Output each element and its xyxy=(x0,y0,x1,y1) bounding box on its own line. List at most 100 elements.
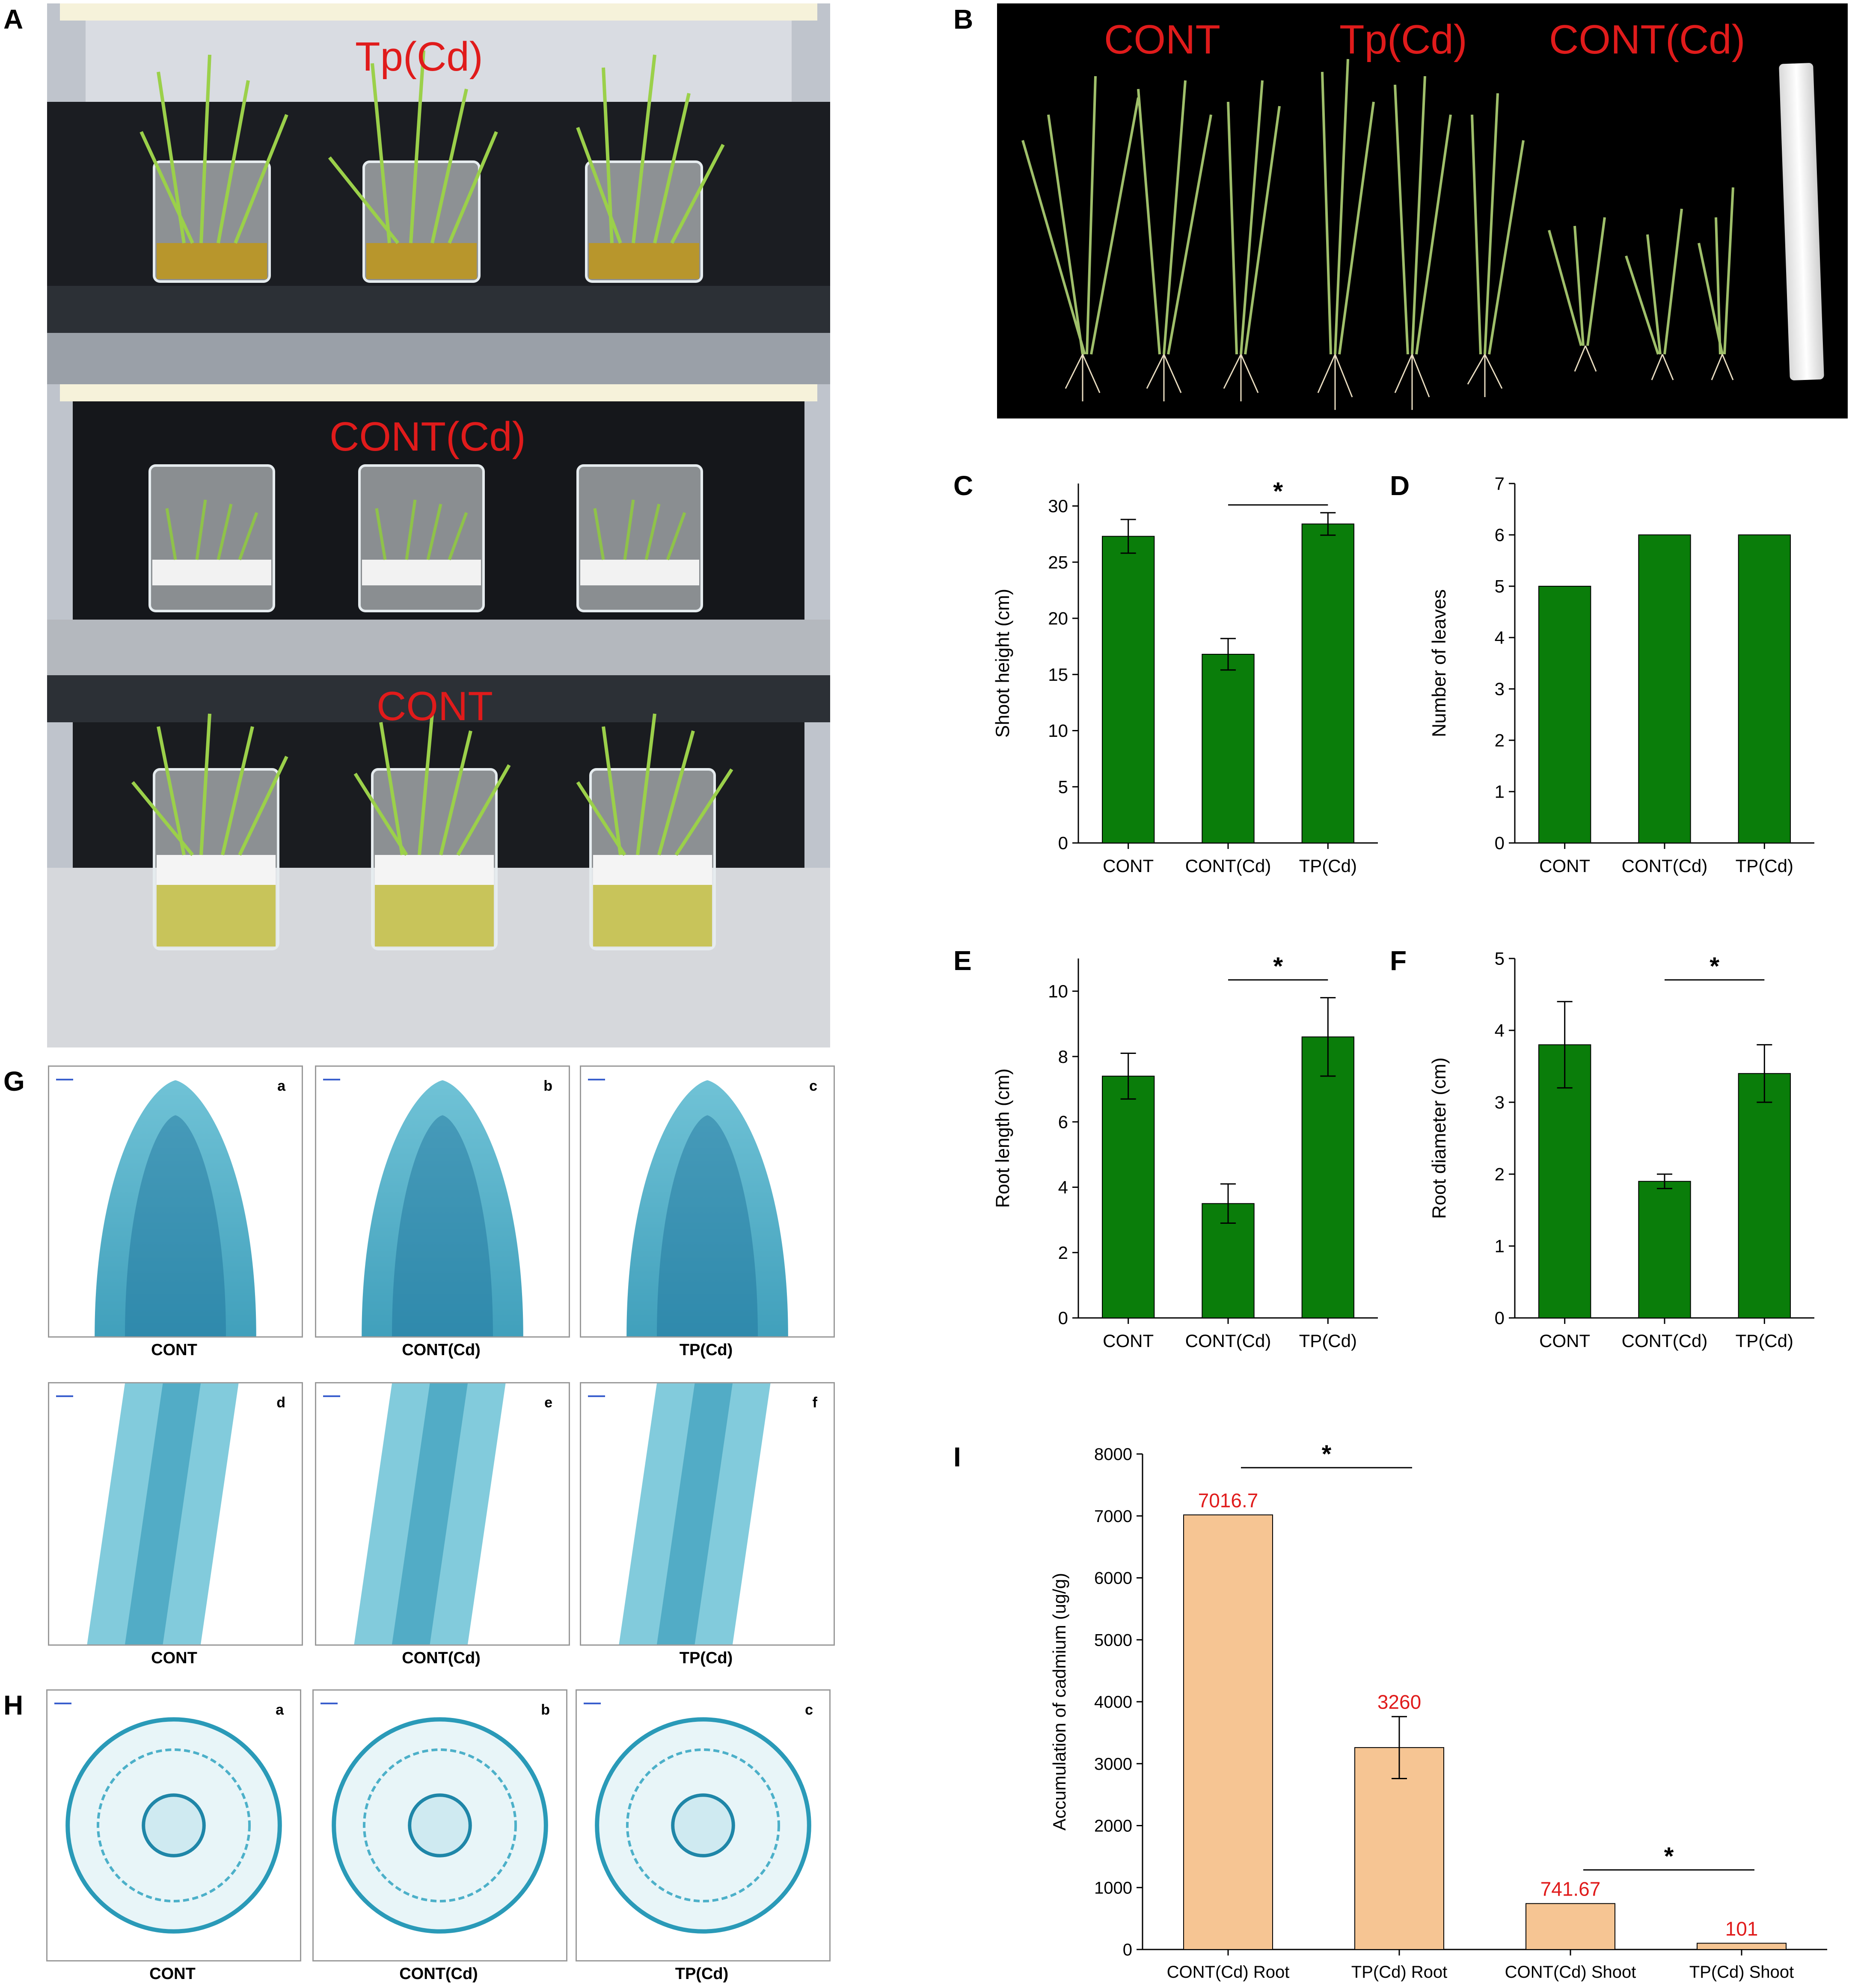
bar xyxy=(1102,536,1155,843)
panel-letter-e: E xyxy=(953,945,972,976)
y-axis-label: Accumulation of cadmium (ug/g) xyxy=(1049,1573,1069,1831)
y-tick-label: 4 xyxy=(1495,1021,1505,1041)
panel-letter-a: A xyxy=(3,4,24,35)
y-tick-label: 0 xyxy=(1495,1308,1505,1328)
root-shaft-cont: d xyxy=(48,1382,303,1646)
panel-letter-h: H xyxy=(3,1690,24,1721)
sub-panel-letter: c xyxy=(809,1078,817,1094)
cross-section-cont: a xyxy=(46,1689,301,1961)
root-shaft-cont-cd-tissue xyxy=(354,1383,506,1644)
bar xyxy=(1301,1036,1355,1319)
cross-section-tp-cd-tissue xyxy=(595,1717,811,1934)
growth-shelf-photo: Tp(Cd) CONT(Cd) CONT xyxy=(47,3,830,1047)
y-tick-label: 25 xyxy=(1048,552,1068,572)
root-tip-cont-cd-tissue xyxy=(362,1080,523,1336)
cross-section-tp-cd: c xyxy=(576,1689,831,1961)
y-tick-label: 8000 xyxy=(1094,1445,1132,1464)
root-shaft-cont-label: CONT xyxy=(151,1649,197,1667)
y-tick-label: 2000 xyxy=(1094,1817,1132,1836)
bar xyxy=(1697,1943,1787,1950)
x-tick-label: CONT(Cd) xyxy=(1622,856,1708,876)
scale-bar xyxy=(54,1703,71,1704)
root-shaft-cont-cd-label: CONT(Cd) xyxy=(402,1649,481,1667)
seedling-photo: CONT Tp(Cd) CONT(Cd) xyxy=(997,3,1848,418)
y-axis-label: Root diameter (cm) xyxy=(1429,1057,1450,1219)
scale-bar xyxy=(56,1395,73,1397)
y-tick-label: 0 xyxy=(1123,1941,1132,1959)
y-tick-label: 6 xyxy=(1495,525,1505,545)
y-tick-label: 2 xyxy=(1058,1243,1068,1263)
y-tick-label: 15 xyxy=(1048,665,1068,685)
data-label: 101 xyxy=(1725,1917,1758,1940)
cross-section-cont-cd: b xyxy=(312,1689,567,1961)
panel-letter-c: C xyxy=(953,470,973,501)
panel-letter-b: B xyxy=(953,4,973,35)
y-tick-label: 0 xyxy=(1058,1308,1068,1328)
y-tick-label: 2 xyxy=(1495,1164,1505,1184)
y-tick-label: 5 xyxy=(1495,576,1505,596)
x-tick-label: CONT(Cd) xyxy=(1185,856,1271,876)
y-tick-label: 8 xyxy=(1058,1047,1068,1067)
bar xyxy=(1538,586,1591,843)
cross-section-tp-cd-label: TP(Cd) xyxy=(675,1965,729,1983)
y-tick-label: 4 xyxy=(1495,628,1505,648)
root-tip-tp-cd-label: TP(Cd) xyxy=(679,1341,733,1359)
sub-panel-letter: b xyxy=(541,1702,550,1718)
x-tick-label: TP(Cd) Shoot xyxy=(1689,1963,1794,1982)
y-tick-label: 6 xyxy=(1058,1112,1068,1132)
seedling-label-cont: CONT xyxy=(1104,17,1220,62)
bar xyxy=(1638,534,1691,843)
x-tick-label: CONT xyxy=(1539,1331,1590,1351)
root-tip-cont-tissue xyxy=(95,1080,256,1336)
scale-bar xyxy=(321,1703,338,1704)
seedling-label-cont-cd: CONT(Cd) xyxy=(1549,17,1745,62)
y-tick-label: 4 xyxy=(1058,1177,1068,1197)
data-label: 741.67 xyxy=(1540,1878,1601,1900)
bar xyxy=(1738,534,1791,843)
panel-letter-f: F xyxy=(1390,945,1407,976)
y-tick-label: 10 xyxy=(1048,981,1068,1001)
panel-letter-i: I xyxy=(953,1442,961,1472)
scale-bar xyxy=(588,1395,605,1397)
significance-star: * xyxy=(1322,1440,1332,1468)
bar xyxy=(1354,1747,1444,1950)
root-tip-tp-cd-tissue xyxy=(626,1080,788,1336)
panel-letter-d: D xyxy=(1390,470,1410,501)
growth-shelf-illustration xyxy=(47,3,830,1047)
root-tip-cont: a xyxy=(48,1065,303,1338)
y-axis-label: Number of leaves xyxy=(1429,589,1450,737)
root-shaft-tp-cd: f xyxy=(580,1382,835,1646)
x-tick-label: TP(Cd) xyxy=(1299,1331,1357,1351)
root-tip-cont-cd-label: CONT(Cd) xyxy=(402,1341,481,1359)
sub-panel-letter: c xyxy=(805,1702,813,1718)
panel-letter-g: G xyxy=(3,1066,25,1097)
y-tick-label: 6000 xyxy=(1094,1569,1132,1588)
sub-panel-letter: a xyxy=(276,1702,284,1718)
root-tip-tp-cd: c xyxy=(580,1065,835,1338)
y-tick-label: 30 xyxy=(1048,496,1068,516)
root-tip-cont-cd: b xyxy=(315,1065,570,1338)
bar xyxy=(1301,523,1355,843)
y-tick-label: 0 xyxy=(1495,833,1505,853)
root-shaft-tp-cd-tissue xyxy=(619,1383,771,1644)
data-label: 3260 xyxy=(1377,1691,1421,1713)
root-shaft-tp-cd-label: TP(Cd) xyxy=(679,1649,733,1667)
y-tick-label: 0 xyxy=(1058,833,1068,853)
root-shaft-cont-tissue xyxy=(87,1383,239,1644)
x-tick-label: CONT(Cd) xyxy=(1622,1331,1708,1351)
y-tick-label: 3 xyxy=(1495,679,1505,699)
sub-panel-letter: b xyxy=(543,1078,552,1094)
y-tick-label: 7 xyxy=(1495,474,1505,494)
x-tick-label: TP(Cd) Root xyxy=(1351,1963,1448,1982)
x-tick-label: CONT xyxy=(1539,856,1590,876)
y-tick-label: 5000 xyxy=(1094,1631,1132,1650)
scale-bar xyxy=(56,1079,73,1080)
shelf-label-tp-cd: Tp(Cd) xyxy=(355,34,483,80)
y-tick-label: 3000 xyxy=(1094,1755,1132,1774)
y-tick-label: 1 xyxy=(1495,782,1505,802)
root-shaft-cont-cd: e xyxy=(315,1382,570,1646)
y-tick-label: 1000 xyxy=(1094,1878,1132,1897)
cross-section-cont-cd-tissue xyxy=(332,1717,548,1934)
